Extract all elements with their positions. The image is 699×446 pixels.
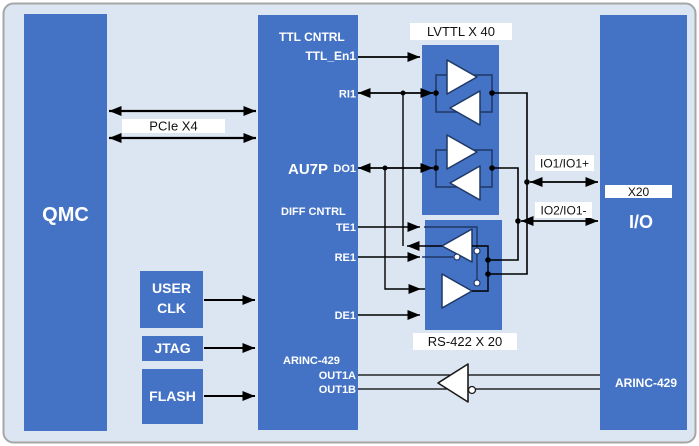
pin-ri1: RI1: [339, 89, 356, 101]
qmc-block: QMC: [24, 14, 107, 431]
pin-ttl-en1: TTL_En1: [305, 49, 356, 63]
io-arinc429-label: ARINC-429: [615, 376, 677, 390]
buffer-pair2-driver-icon: [446, 134, 478, 170]
pin-out1b: OUT1B: [319, 384, 356, 396]
rs422-label: RS-422 X 20: [428, 334, 502, 349]
pin-diff-cntrl: DIFF CNTRL: [281, 206, 346, 218]
junction-dot: [400, 90, 406, 96]
x20-strip: [605, 185, 672, 198]
user-clk-block: USER CLK: [140, 271, 203, 328]
do1-drop-wire: [384, 168, 421, 294]
jtag-label: JTAG: [154, 340, 190, 356]
io-nets: IO1/IO1+ IO2/IO1-: [488, 92, 598, 275]
junction-dot: [433, 165, 439, 171]
lvttl-bank: LVTTL X 40: [410, 23, 512, 215]
buffer-pair1-driver-icon: [446, 59, 478, 95]
rs422-driver-icon: [441, 273, 473, 309]
qmc-label: QMC: [42, 204, 89, 226]
io2-label: IO2/IO1-: [540, 204, 586, 218]
arinc-enable-bubble: [467, 385, 477, 395]
buffer-pair2-receiver-icon: [449, 165, 481, 201]
arinc-buffer-icon: [437, 363, 469, 403]
io2-strip: [535, 202, 592, 218]
io1-label: IO1/IO1+: [540, 157, 589, 171]
pin-te1: TE1: [336, 222, 356, 234]
flash-label: FLASH: [149, 388, 196, 404]
pin-re1: RE1: [335, 252, 356, 264]
jtag-rect: [142, 336, 203, 361]
lvttl-label: LVTTL X 40: [427, 24, 495, 39]
pcie-strip: [122, 119, 225, 133]
peripheral-wires: [204, 295, 255, 401]
ttl-wires: [358, 52, 441, 294]
fpga-rect: [258, 15, 358, 430]
junction-dot: [515, 218, 521, 224]
pcie-bus: PCIe X4: [109, 106, 256, 143]
jtag-block: JTAG: [142, 336, 203, 361]
pin-de1: DE1: [335, 310, 356, 322]
rs422-line-tie: [472, 245, 489, 292]
rs422-bank: RS-422 X 20: [407, 220, 517, 350]
fpga-block: TTL CNTRL TTL_En1 RI1 AU7P DO1 DIFF CNTR…: [258, 15, 358, 430]
pin-out1a: OUT1A: [319, 370, 356, 382]
user-clk-rect: [140, 271, 203, 328]
x20-label: X20: [628, 185, 650, 199]
io-block: X20 I/O ARINC-429: [600, 15, 687, 430]
diff-control-wires: [358, 222, 420, 320]
buffer-pair1-receiver-icon: [449, 90, 481, 126]
lvttl-strip: [410, 23, 512, 40]
driver-enable-bubble: [473, 279, 481, 287]
enable-bubble: [473, 247, 481, 255]
junction-dot: [433, 90, 439, 96]
flash-block: FLASH: [142, 369, 203, 424]
user-clk-label-1: USER: [152, 280, 191, 296]
flash-rect: [142, 369, 203, 424]
pin-arinc429: ARINC-429: [283, 355, 340, 367]
pin-ttl-cntrl: TTL CNTRL: [279, 30, 345, 44]
pcie-label: PCIe X4: [149, 119, 197, 134]
io-label: I/O: [629, 212, 653, 232]
junction-dot: [524, 179, 530, 185]
te1-inner-wire: [424, 226, 478, 280]
io1-strip: [535, 155, 594, 171]
junction-dot: [382, 165, 388, 171]
io-rect: [600, 15, 687, 430]
rs422-strip: [413, 333, 517, 350]
io2-net-wire: [488, 167, 519, 261]
receiver-enable-bubble: [453, 253, 461, 261]
user-clk-label-2: CLK: [157, 300, 186, 316]
arinc-channel: [358, 363, 600, 403]
fpga-name: AU7P: [288, 161, 328, 178]
pin-do1: DO1: [333, 163, 356, 175]
qmc-rect: [24, 14, 107, 431]
